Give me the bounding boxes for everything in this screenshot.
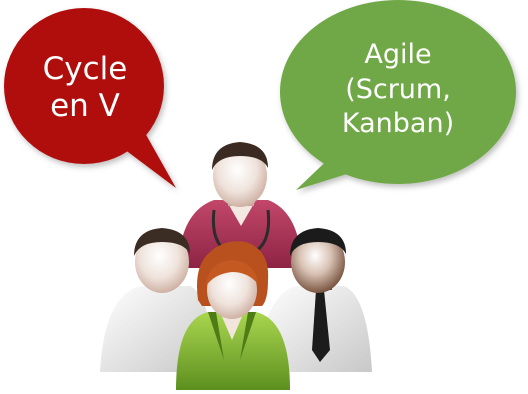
man-tie-figure bbox=[258, 228, 372, 372]
bubble-label-right: Agile (Scrum, Kanban) bbox=[300, 22, 496, 158]
woman-green-jacket-figure bbox=[176, 241, 290, 390]
bubble-right-line-1: Agile bbox=[364, 39, 432, 71]
speech-bubble-left bbox=[4, 8, 176, 188]
bubble-right-line-3: Kanban) bbox=[341, 108, 455, 140]
bubble-right-line-2: (Scrum, bbox=[345, 73, 451, 105]
bubble-left-line-2: en V bbox=[50, 88, 120, 124]
speech-bubble-right bbox=[280, 0, 516, 190]
bubble-left-line-1: Cycle bbox=[42, 51, 128, 88]
bubble-label-left: Cycle en V bbox=[10, 32, 160, 144]
